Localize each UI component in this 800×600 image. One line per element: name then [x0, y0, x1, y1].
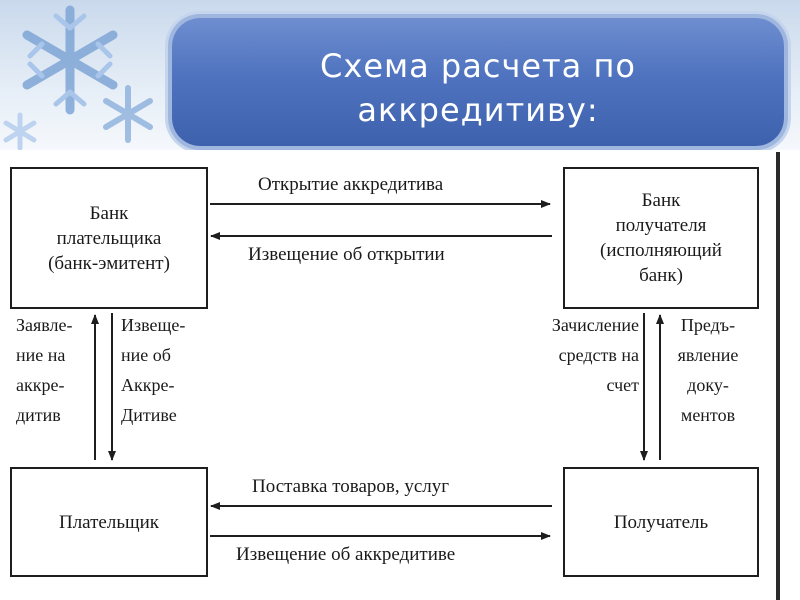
- slide-title-line: Схема расчета по: [320, 47, 636, 85]
- application-label-line: аккре-: [16, 375, 65, 395]
- recipient-bank-line: получателя: [615, 215, 707, 236]
- recipient-bank-line: банк): [639, 265, 683, 286]
- goods-delivery-label: Поставка товаров, услуг: [252, 476, 450, 497]
- payer-bank-line: плательщика: [56, 227, 162, 249]
- crediting-label: Зачисление средств на счет: [521, 310, 639, 400]
- open-letter-label: Открытие аккредитива: [258, 174, 444, 195]
- slide-title: Схема расчета по аккредитиву:: [172, 44, 784, 132]
- crediting-label-line: Зачисление: [551, 315, 639, 335]
- payer-bank-line: (банк-эмитент): [48, 252, 170, 274]
- application-label: Заявле- ние на аккре- дитив: [16, 310, 73, 430]
- slide-title-line: аккредитиву:: [357, 91, 599, 129]
- payer-bank-line: Банк: [89, 202, 129, 224]
- notice-left-label-line: Извеще-: [121, 315, 186, 335]
- notice-left-label-line: Аккре-: [121, 375, 175, 395]
- documents-label-line: ментов: [680, 405, 736, 425]
- recipient-box: Получатель: [563, 467, 759, 577]
- recipient-label: Получатель: [613, 511, 709, 533]
- crediting-label-line: счет: [606, 375, 639, 395]
- notice-left-label-line: ние об: [121, 345, 171, 365]
- notice-opening-label: Извещение об открытии: [248, 244, 445, 265]
- documents-label-line: доку-: [687, 375, 729, 395]
- documents-label-line: Предъ-: [680, 315, 736, 335]
- crediting-label-line: средств на: [558, 345, 639, 365]
- title-panel: Схема расчета по аккредитиву:: [172, 18, 784, 146]
- documents-label: Предъ- явление доку- ментов: [666, 310, 750, 430]
- payer-box: Плательщик: [10, 467, 208, 577]
- recipient-bank-line: (исполняющий: [600, 240, 722, 261]
- recipient-bank-line: Банк: [641, 190, 681, 211]
- notice-left-label-line: Дитиве: [121, 405, 177, 425]
- payer-bank-box: Банк плательщика (банк-эмитент): [10, 167, 208, 309]
- diagram-right-border: [776, 152, 780, 600]
- payer-label: Плательщик: [58, 511, 160, 533]
- application-label-line: дитив: [16, 405, 61, 425]
- snowflake-decoration-icon: [3, 5, 153, 150]
- application-label-line: Заявле-: [16, 315, 73, 335]
- application-label-line: ние на: [16, 345, 66, 365]
- recipient-bank-box: Банк получателя (исполняющий банк): [563, 167, 759, 309]
- notice-left-label: Извеще- ние об Аккре- Дитиве: [121, 310, 185, 430]
- documents-label-line: явление: [677, 345, 739, 365]
- notice-letter-label: Извещение об аккредитиве: [236, 544, 456, 565]
